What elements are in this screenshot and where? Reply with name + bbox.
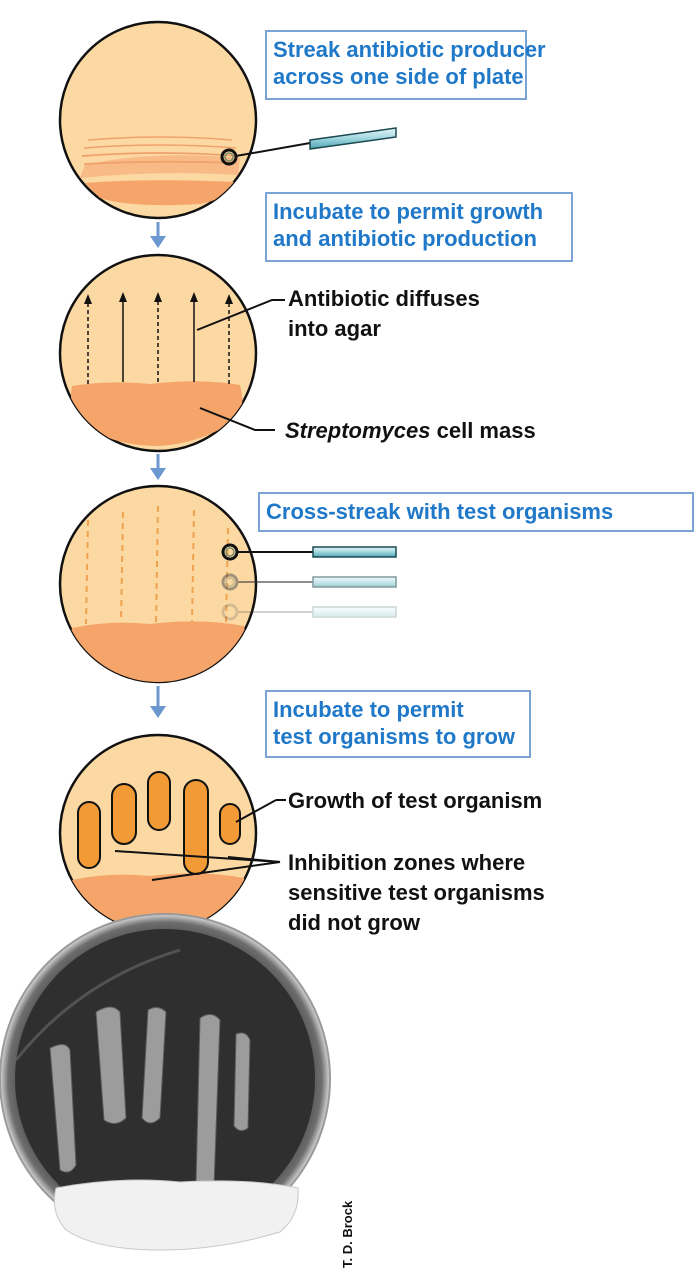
inhibition-line-2: sensitive test organisms — [288, 878, 545, 908]
plate-photograph — [0, 914, 330, 1250]
step-1-line-2: across one side of plate — [273, 63, 519, 90]
step-2-line-2: and antibiotic production — [273, 225, 565, 252]
step-1-line-1: Streak antibiotic producer — [273, 36, 519, 63]
plate-2 — [60, 255, 285, 451]
cell-mass-genus: Streptomyces — [285, 418, 431, 443]
down-arrow-icon — [150, 686, 166, 718]
step-4-box: Incubate to permit test organisms to gro… — [265, 690, 531, 758]
photo-producer-streak — [54, 1180, 298, 1250]
step-3-box: Cross-streak with test organisms — [258, 492, 694, 532]
cell-mass-label: Streptomyces cell mass — [285, 416, 536, 446]
step-2-box: Incubate to permit growth and antibiotic… — [265, 192, 573, 262]
diffuses-label: Antibiotic diffuses into agar — [288, 284, 480, 344]
diffuses-line-1: Antibiotic diffuses — [288, 284, 480, 314]
step-1-box: Streak antibiotic producer across one si… — [265, 30, 527, 100]
step-4-line-2: test organisms to grow — [273, 723, 523, 750]
step-3-line: Cross-streak with test organisms — [266, 498, 686, 525]
plate-4 — [60, 735, 286, 936]
inhibition-label: Inhibition zones where sensitive test or… — [288, 848, 545, 938]
inhibition-line-3: did not grow — [288, 908, 545, 938]
down-arrow-icon — [150, 222, 166, 248]
step-4-line-1: Incubate to permit — [273, 696, 523, 723]
down-arrow-icon — [150, 454, 166, 480]
growth-label: Growth of test organism — [288, 786, 542, 816]
photo-credit: T. D. Brock — [340, 1201, 355, 1268]
diffuses-line-2: into agar — [288, 314, 480, 344]
cell-mass-rest: cell mass — [431, 418, 536, 443]
step-2-line-1: Incubate to permit growth — [273, 198, 565, 225]
inhibition-line-1: Inhibition zones where — [288, 848, 545, 878]
